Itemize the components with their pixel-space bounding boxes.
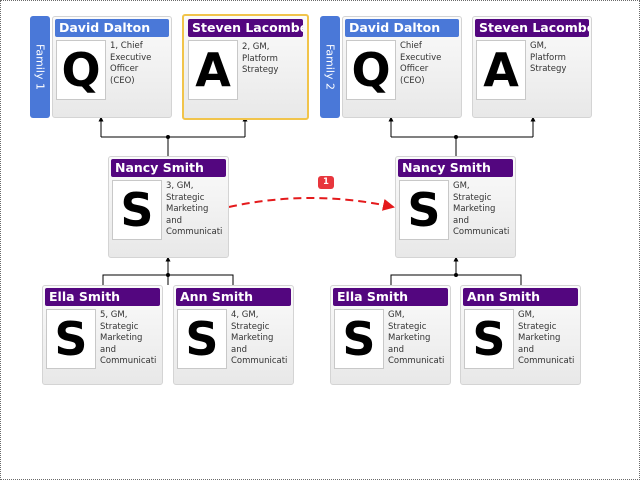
person-card[interactable]: Nancy Smith S 3, GM, Strategic Marketing… bbox=[108, 156, 229, 258]
person-name: Ann Smith bbox=[176, 288, 291, 306]
photo-placeholder: S bbox=[464, 309, 514, 369]
person-name: Nancy Smith bbox=[111, 159, 226, 177]
connector-junction bbox=[166, 273, 170, 277]
photo-placeholder: A bbox=[476, 40, 526, 100]
person-card[interactable]: Ann Smith S 4, GM, Strategic Marketing a… bbox=[173, 285, 294, 385]
person-description: GM, Strategic Marketing and Communicati bbox=[518, 310, 575, 366]
person-card[interactable]: David Dalton Q Chief Executive Officer (… bbox=[342, 16, 462, 118]
person-name: David Dalton bbox=[55, 19, 169, 37]
person-card[interactable]: Ann Smith S GM, Strategic Marketing and … bbox=[460, 285, 581, 385]
annotation-arrow bbox=[228, 197, 395, 211]
person-description: GM, Strategic Marketing and Communicati bbox=[388, 310, 445, 366]
photo-placeholder: S bbox=[399, 180, 449, 240]
person-card[interactable]: Ella Smith S 5, GM, Strategic Marketing … bbox=[42, 285, 163, 385]
connector-junction bbox=[454, 135, 458, 139]
family-1-label[interactable]: Family 1 bbox=[30, 16, 50, 118]
photo-placeholder: A bbox=[188, 40, 238, 100]
person-description: GM, Strategic Marketing and Communicati bbox=[453, 181, 510, 237]
photo-placeholder: S bbox=[112, 180, 162, 240]
person-card[interactable]: Steven Lacombe A GM, Platform Strategy bbox=[472, 16, 592, 118]
person-description: 4, GM, Strategic Marketing and Communica… bbox=[231, 310, 288, 366]
photo-placeholder: S bbox=[177, 309, 227, 369]
person-description: GM, Platform Strategy bbox=[530, 41, 567, 74]
person-name: Ann Smith bbox=[463, 288, 578, 306]
person-name: David Dalton bbox=[345, 19, 459, 37]
photo-placeholder: Q bbox=[56, 40, 106, 100]
person-card-selected[interactable]: Steven Lacombe A 2, GM, Platform Strateg… bbox=[182, 14, 309, 120]
person-card[interactable]: David Dalton Q 1, Chief Executive Office… bbox=[52, 16, 172, 118]
person-name: Nancy Smith bbox=[398, 159, 513, 177]
photo-placeholder: S bbox=[334, 309, 384, 369]
person-card[interactable]: Ella Smith S GM, Strategic Marketing and… bbox=[330, 285, 451, 385]
person-card[interactable]: Nancy Smith S GM, Strategic Marketing an… bbox=[395, 156, 516, 258]
person-description: 5, GM, Strategic Marketing and Communica… bbox=[100, 310, 157, 366]
annotation-badge[interactable]: 1 bbox=[318, 176, 334, 189]
person-description: 3, GM, Strategic Marketing and Communica… bbox=[166, 181, 223, 237]
person-name: Ella Smith bbox=[45, 288, 160, 306]
person-description: Chief Executive Officer (CEO) bbox=[400, 41, 442, 86]
person-description: 1, Chief Executive Officer (CEO) bbox=[110, 41, 152, 86]
person-description: 2, GM, Platform Strategy bbox=[242, 42, 279, 75]
person-name: Ella Smith bbox=[333, 288, 448, 306]
family-2-label[interactable]: Family 2 bbox=[320, 16, 340, 118]
person-name: Steven Lacombe bbox=[188, 19, 303, 37]
person-name: Steven Lacombe bbox=[475, 19, 589, 37]
photo-placeholder: Q bbox=[346, 40, 396, 100]
connector-junction bbox=[166, 135, 170, 139]
connector-junction bbox=[454, 273, 458, 277]
photo-placeholder: S bbox=[46, 309, 96, 369]
